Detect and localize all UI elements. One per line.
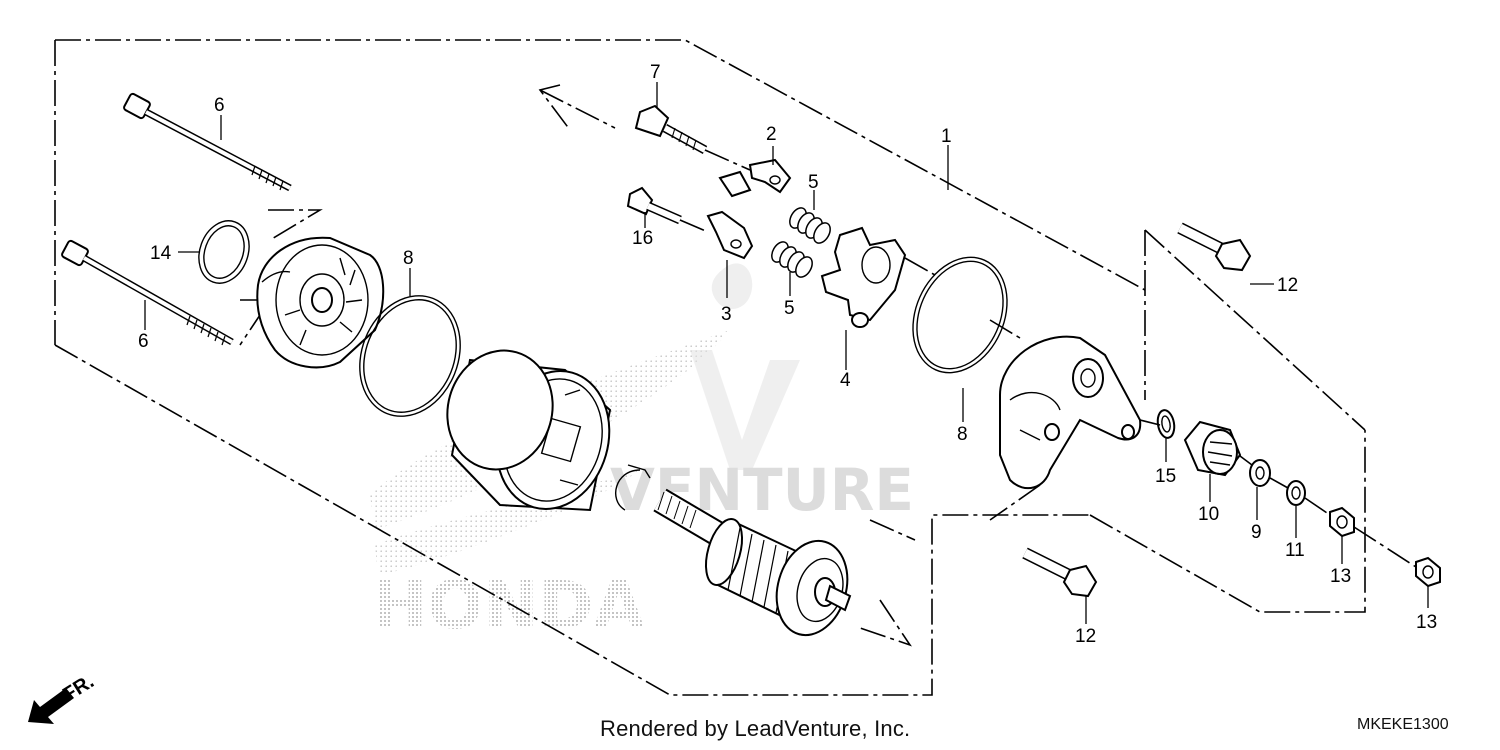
callout-10: 10	[1198, 504, 1219, 525]
mounting-bolt-lower	[1022, 547, 1098, 598]
callout-7: 7	[650, 62, 661, 83]
washer-9	[1249, 459, 1271, 487]
callout-14: 14	[150, 243, 172, 264]
render-credit: Rendered by LeadVenture, Inc.	[600, 716, 911, 741]
mounting-bolt-upper	[1177, 222, 1252, 272]
callout-9: 9	[1251, 522, 1262, 543]
washer-15	[1156, 409, 1176, 439]
leadventure-logo-watermark	[690, 263, 800, 470]
callout-8-rear: 8	[957, 424, 968, 445]
o-ring-large-rear	[912, 256, 1008, 374]
flange-nut-outer	[1415, 556, 1441, 588]
callout-3: 3	[721, 304, 732, 325]
callout-12-lower: 12	[1075, 626, 1096, 647]
front-direction-arrow: FR.	[28, 671, 98, 724]
callout-16: 16	[632, 228, 653, 249]
washer-11	[1286, 480, 1306, 506]
through-bolt-upper	[123, 92, 292, 192]
o-ring-large-front	[359, 295, 461, 417]
o-ring-small	[198, 220, 250, 284]
screw	[626, 186, 682, 225]
callout-12-upper: 12	[1277, 275, 1298, 296]
brush-spring-lower	[771, 241, 813, 278]
through-bolt-lower	[61, 239, 234, 346]
front-cover	[256, 236, 385, 369]
flange-nut-inner	[1329, 506, 1355, 538]
brush-positive	[718, 158, 792, 198]
leader-lines	[144, 82, 1429, 624]
callout-6-lower: 6	[138, 331, 149, 352]
callout-15: 15	[1155, 466, 1176, 487]
brush-holder	[820, 226, 907, 328]
honda-logo-watermark: HONDA	[372, 567, 644, 644]
starter-gear-collar	[1183, 420, 1242, 477]
callout-11: 11	[1285, 540, 1305, 561]
diagram-code: MKEKE1300	[1357, 716, 1449, 733]
callout-2: 2	[766, 124, 777, 145]
leadventure-text-watermark: VENTURE	[610, 456, 914, 524]
callout-8-front: 8	[403, 248, 414, 269]
callout-13-inner: 13	[1330, 566, 1351, 587]
callout-13-outer: 13	[1416, 612, 1437, 633]
callout-4: 4	[840, 370, 851, 391]
motor-yoke	[446, 349, 612, 512]
assembly-boundary	[54, 39, 1366, 696]
armature	[653, 488, 852, 637]
callouts: 1 2 3 4 5 5 6 6 7 8 8 9 10 11 12 12 13 1…	[138, 62, 1437, 647]
callout-6-upper: 6	[214, 95, 225, 116]
callout-1: 1	[941, 126, 952, 147]
callout-5-upper: 5	[808, 172, 819, 193]
rear-cover	[999, 335, 1142, 490]
circlip	[615, 464, 651, 511]
terminal-bolt	[634, 104, 708, 154]
brush-spring-upper	[789, 207, 831, 244]
callout-5-lower: 5	[784, 298, 795, 319]
brush-negative	[706, 210, 754, 260]
